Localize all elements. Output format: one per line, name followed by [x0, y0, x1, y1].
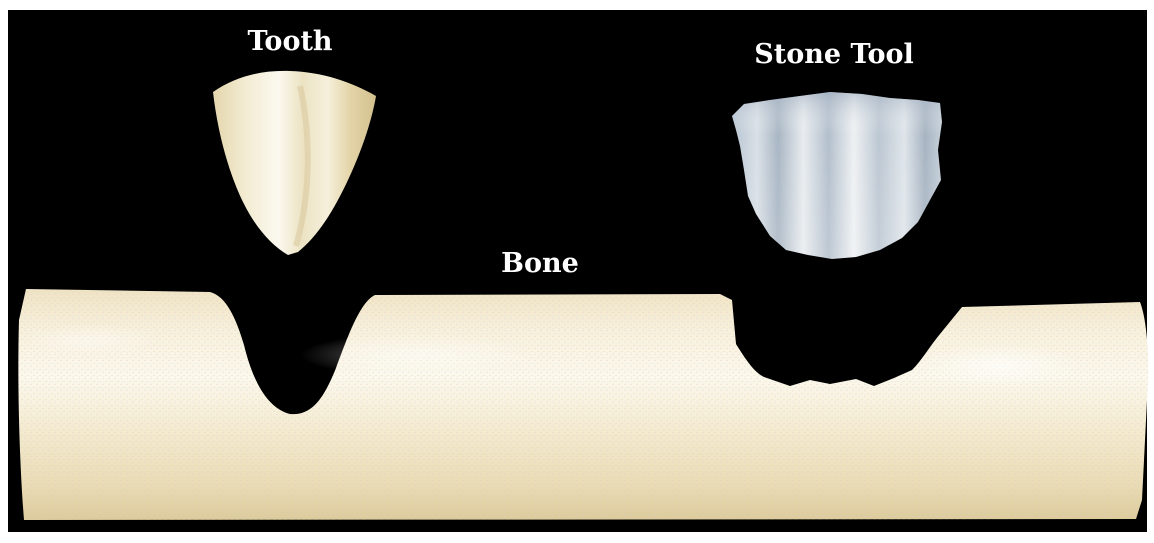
bone-label: Bone: [501, 248, 579, 279]
bone-highlight: [20, 324, 160, 356]
bone-texture: [18, 289, 1148, 520]
bone-highlight: [300, 333, 540, 377]
bone-highlight: [920, 343, 1080, 387]
stone-tool-label: Stone Tool: [754, 39, 913, 70]
bone: [18, 289, 1148, 520]
tooth-label: Tooth: [247, 26, 332, 57]
